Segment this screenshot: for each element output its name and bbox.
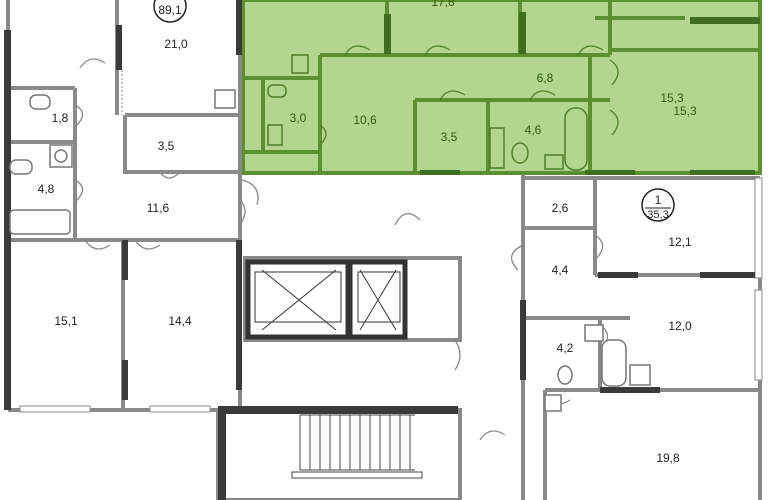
room-area-label: 15,3 [673,104,697,118]
room-area-label: 10,6 [353,113,377,127]
apartment-area-label: 35,3 [647,209,668,221]
room-area-label: 15,3 [660,91,684,105]
room-area-label: 11,6 [147,201,170,215]
building-core [216,175,525,500]
room-area-label: 3,0 [290,111,307,125]
room-area-label: 4,4 [552,263,569,277]
room-area-label: 3,5 [158,139,175,153]
room-area-label: 21,0 [164,37,188,51]
room-area-label: 1,8 [52,111,69,125]
room-area-label: 15,1 [54,314,78,328]
room-area-label: 4,6 [525,123,542,137]
apartment-badge [641,188,675,222]
room-area-label: 14,4 [168,314,192,328]
room-area-label: 2,6 [552,201,569,215]
room-area-label: 3,5 [441,130,458,144]
right-apartment[interactable] [511,176,763,500]
highlighted-apartment[interactable] [241,0,762,175]
apartment-area-label: 89,1 [158,3,182,17]
apartment-badge [153,0,187,23]
apartment-number-label: 1 [655,193,662,207]
room-area-label: 17,8 [431,0,455,9]
room-area-label: 12,1 [668,235,692,249]
room-area-label: 4,8 [38,182,55,196]
room-area-label: 19,8 [656,451,680,465]
room-area-label: 12,0 [668,319,692,333]
room-area-label: 6,8 [537,71,554,85]
left-apartment[interactable] [4,0,246,413]
room-area-label: 4,2 [557,341,574,355]
